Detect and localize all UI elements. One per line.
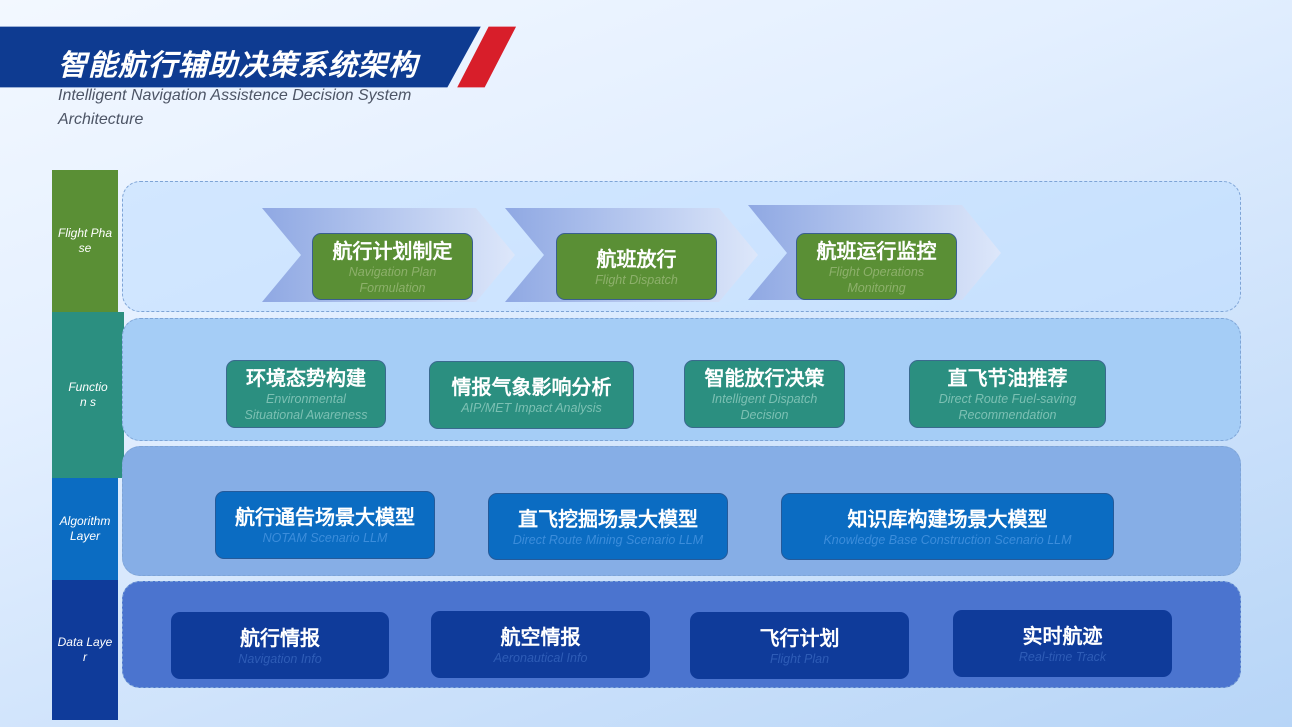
layer-label-functions: Function s (68, 380, 108, 409)
data-box-navigation-info: 航行情报 Navigation Info (171, 612, 389, 679)
data-box-realtime-track: 实时航迹 Real-time Track (953, 610, 1172, 677)
function-box-fuel-saving: 直飞节油推荐 Direct Route Fuel-saving Recommen… (909, 360, 1106, 428)
layer-tab-algorithm: Algorithm Layer (52, 478, 118, 580)
algorithm-zh: 知识库构建场景大模型 (847, 506, 1048, 531)
data-en: Flight Plan (769, 651, 830, 666)
phase-box-flight-dispatch: 航班放行 Flight Dispatch (556, 233, 717, 300)
data-en: Navigation Info (238, 651, 322, 666)
algorithm-zh: 直飞挖掘场景大模型 (518, 506, 698, 531)
layer-label-algorithm: Algorithm Layer (59, 514, 111, 543)
phase-en: Flight Operations Monitoring (828, 264, 925, 295)
layer-tab-data: Data Layer (52, 580, 118, 720)
function-zh: 直飞节油推荐 (947, 366, 1068, 390)
data-en: Aeronautical Info (493, 650, 588, 665)
phase-en: Flight Dispatch (595, 272, 678, 287)
layer-label-data: Data Layer (57, 635, 113, 664)
data-zh: 航行情报 (240, 625, 320, 650)
function-en: Environmental Situational Awareness (244, 392, 368, 422)
function-en: AIP/MET Impact Analysis (461, 401, 602, 415)
phase-en: Navigation Plan Formulation (348, 264, 437, 295)
phase-zh: 航行计划制定 (332, 238, 453, 263)
algorithm-en: NOTAM Scenario LLM (262, 531, 388, 545)
function-box-impact-analysis: 情报气象影响分析 AIP/MET Impact Analysis (429, 361, 634, 429)
data-box-flight-plan: 飞行计划 Flight Plan (690, 612, 909, 679)
data-box-aeronautical-info: 航空情报 Aeronautical Info (431, 611, 650, 678)
function-en: Direct Route Fuel-saving Recommendation (938, 392, 1077, 422)
function-zh: 情报气象影响分析 (451, 375, 612, 399)
title-banner (0, 26, 517, 88)
function-zh: 环境态势构建 (246, 366, 366, 390)
algorithm-box-direct-route: 直飞挖掘场景大模型 Direct Route Mining Scenario L… (488, 493, 728, 560)
algorithm-box-knowledge-base: 知识库构建场景大模型 Knowledge Base Construction S… (781, 493, 1114, 560)
page-subtitle: Intelligent Navigation Assistence Decisi… (58, 87, 412, 128)
function-box-situational-awareness: 环境态势构建 Environmental Situational Awarene… (226, 360, 386, 428)
data-en: Real-time Track (1018, 649, 1107, 664)
algorithm-en: Knowledge Base Construction Scenario LLM (823, 532, 1072, 547)
phase-box-flight-monitoring: 航班运行监控 Flight Operations Monitoring (796, 233, 957, 300)
data-zh: 航空情报 (500, 624, 581, 649)
algorithm-box-notam: 航行通告场景大模型 NOTAM Scenario LLM (215, 491, 435, 559)
page-title: 智能航行辅助决策系统架构 (58, 48, 419, 82)
layer-tab-functions: Function s (52, 312, 124, 478)
algorithm-en: Direct Route Mining Scenario LLM (512, 532, 704, 547)
phase-zh: 航班运行监控 (816, 238, 937, 263)
layer-label-flight-phase: Flight Phase (57, 226, 113, 255)
function-box-dispatch-decision: 智能放行决策 Intelligent Dispatch Decision (684, 360, 845, 428)
algorithm-zh: 航行通告场景大模型 (235, 505, 415, 529)
layer-tab-flight-phase: Flight Phase (52, 170, 118, 312)
data-zh: 实时航迹 (1022, 623, 1103, 648)
phase-zh: 航班放行 (596, 246, 677, 271)
function-zh: 智能放行决策 (704, 366, 825, 390)
phase-box-navigation-plan: 航行计划制定 Navigation Plan Formulation (312, 233, 473, 300)
data-zh: 飞行计划 (759, 625, 840, 650)
function-en: Intelligent Dispatch Decision (711, 392, 818, 422)
